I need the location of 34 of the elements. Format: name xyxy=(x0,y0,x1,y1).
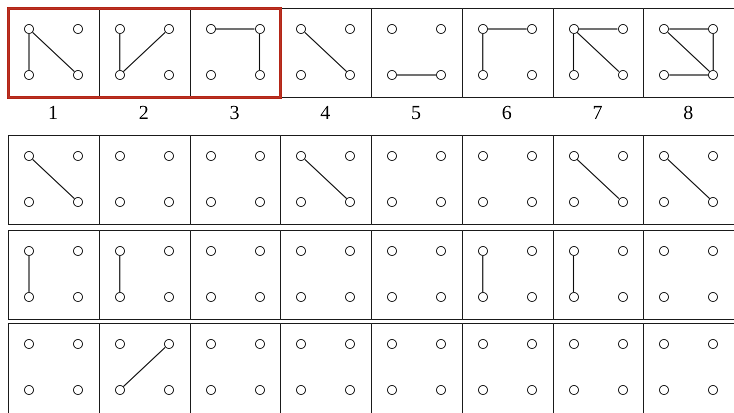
edge-line xyxy=(119,34,120,70)
edge-line xyxy=(572,256,574,292)
column-number: 2 xyxy=(138,102,150,124)
edge-line xyxy=(576,158,620,200)
edge-line xyxy=(576,32,620,72)
edge-line xyxy=(578,28,618,30)
edge-line xyxy=(32,158,75,200)
edge-line xyxy=(28,34,30,70)
edge-line xyxy=(482,256,484,292)
edge-line xyxy=(488,28,527,30)
edge-line xyxy=(482,34,484,70)
column-number: 8 xyxy=(682,102,694,124)
column-number: 1 xyxy=(47,102,59,124)
column-number: 6 xyxy=(500,102,513,124)
column-number: 4 xyxy=(319,102,332,124)
edge-line xyxy=(304,32,348,72)
edge-line xyxy=(28,256,30,292)
edge-line xyxy=(667,32,710,72)
column-number: 5 xyxy=(410,102,422,124)
edge-line xyxy=(122,346,166,388)
edge-line xyxy=(258,34,260,70)
column-number: 7 xyxy=(592,102,604,124)
column-number: 3 xyxy=(228,102,240,124)
edge-line xyxy=(397,74,436,76)
edge-line xyxy=(669,74,708,76)
edge-line xyxy=(216,28,254,30)
edge-line xyxy=(122,32,166,72)
edge-line xyxy=(32,32,75,72)
edge-line xyxy=(119,256,120,292)
edge-line xyxy=(669,28,708,30)
edge-line xyxy=(572,34,574,70)
edge-line xyxy=(712,34,714,70)
edge-line xyxy=(304,158,348,200)
edge-line xyxy=(667,158,710,200)
